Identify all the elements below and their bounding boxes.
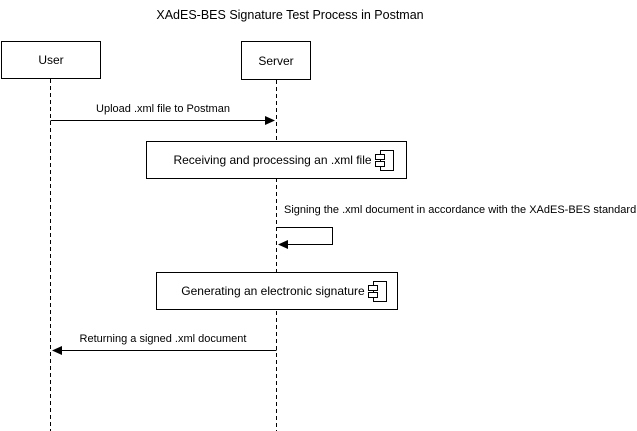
activity-box-generating: Generating an electronic signature — [156, 272, 398, 310]
message-label-signing: Signing the .xml document in accordance … — [284, 204, 637, 216]
message-label-return: Returning a signed .xml document — [79, 333, 247, 345]
activity-label-receiving: Receiving and processing an .xml file — [173, 153, 372, 167]
actor-box-server: Server — [241, 41, 311, 80]
activity-label-generating: Generating an electronic signature — [181, 284, 365, 298]
actor-label-server: Server — [258, 53, 294, 68]
self-message-arrow-signing — [276, 227, 333, 249]
actor-box-user: User — [1, 41, 101, 79]
diagram-title: XAdES-BES Signature Test Process in Post… — [156, 8, 424, 22]
component-icon — [374, 149, 394, 171]
component-icon — [367, 280, 387, 302]
activity-box-receiving: Receiving and processing an .xml file — [146, 141, 407, 179]
actor-label-user: User — [38, 53, 64, 67]
message-label-upload: Upload .xml file to Postman — [96, 103, 230, 115]
